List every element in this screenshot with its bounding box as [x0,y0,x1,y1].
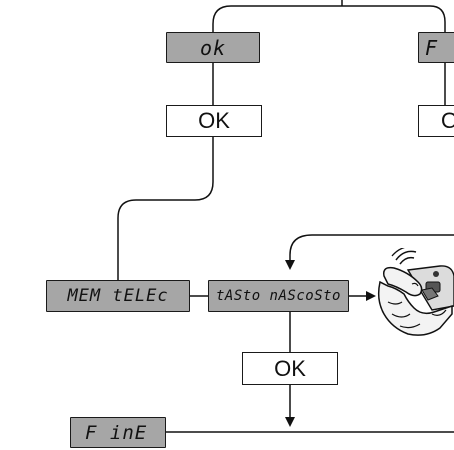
display-fine: F inE [70,417,166,448]
display-mem-telec: MEM tELEc [46,280,190,312]
ok-button-bottom[interactable]: OK [242,352,338,385]
ok-button-top-label: OK [198,108,230,133]
display-fine-text: F inE [85,421,148,444]
hand-pressing-remote-key-icon [377,248,454,336]
display-ok-text: ok [199,35,227,60]
display-hidden-key-text: tASto nAScoSto [215,288,341,304]
connector-button-to-mem [117,137,214,280]
connector-top [212,5,446,32]
display-mem-telec-text: MEM tELEc [67,286,169,306]
connector-loop [285,234,454,270]
button-partial-right[interactable]: O [418,105,454,137]
button-partial-right-label: O [441,108,454,133]
display-ok: ok [166,32,260,63]
display-partial-right: F [418,32,454,63]
display-hidden-key: tASto nAScoSto [208,280,349,312]
ok-button-top[interactable]: OK [166,105,262,137]
display-partial-right-text: F [425,35,439,60]
ok-button-bottom-label: OK [274,355,306,381]
